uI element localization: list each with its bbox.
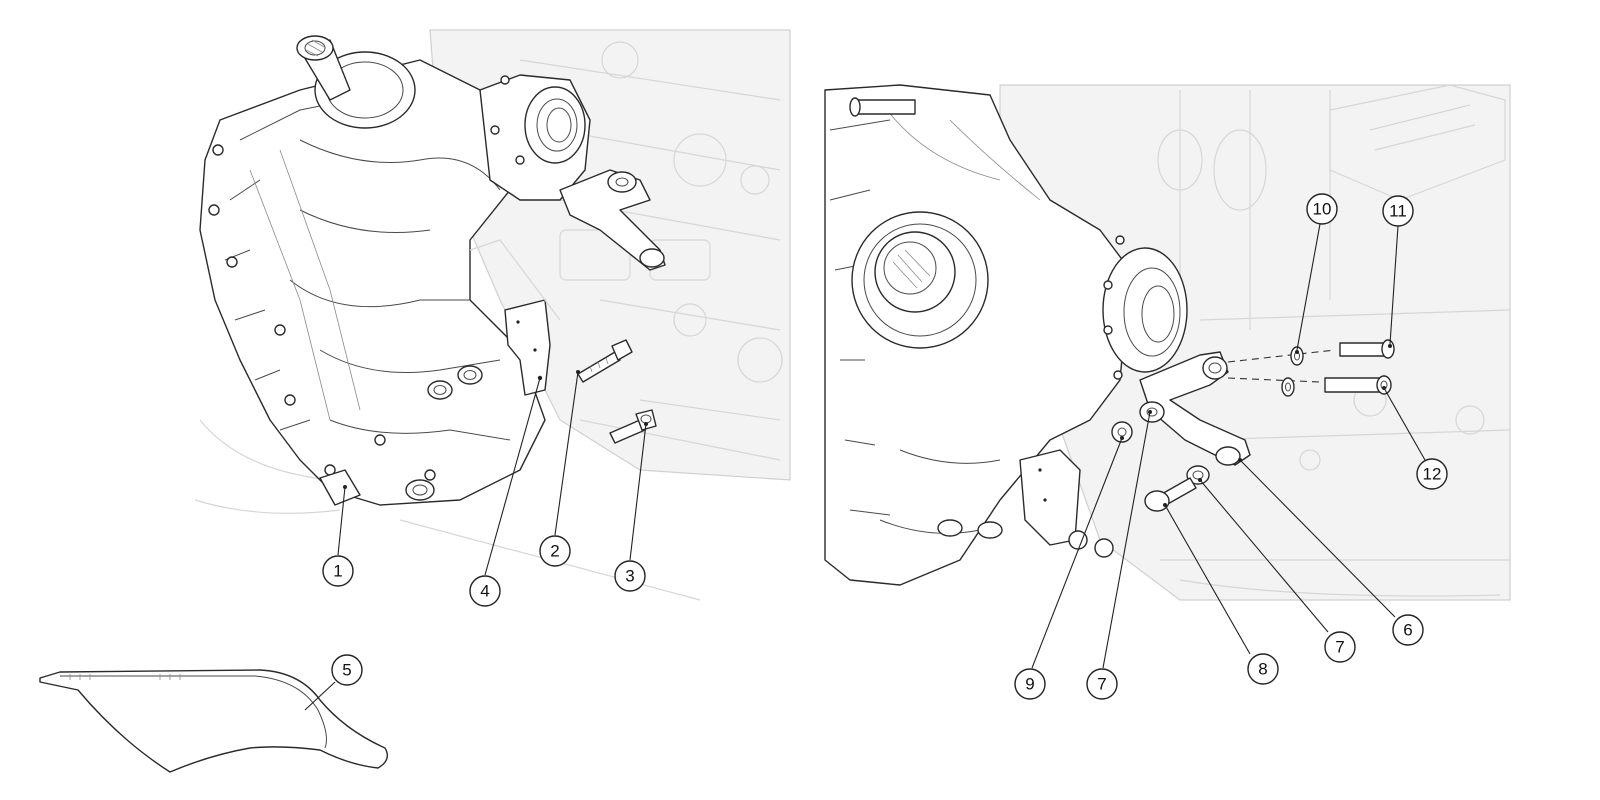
callout-7-left: 7 — [1086, 668, 1118, 700]
explode-line-upper — [1227, 349, 1336, 363]
callout-4: 4 — [469, 575, 501, 607]
linkage-arm — [559, 169, 666, 271]
right-leaders — [1031, 223, 1426, 669]
svg-text:12: 12 — [1423, 465, 1442, 484]
callout-3: 3 — [614, 560, 646, 592]
output-flange — [479, 74, 591, 201]
svg-text:7: 7 — [1335, 638, 1344, 657]
short-bolt — [609, 409, 657, 444]
svg-text:11: 11 — [1389, 202, 1407, 221]
callout-2: 2 — [539, 535, 571, 567]
leader-8 — [1164, 504, 1251, 655]
leader-1 — [337, 486, 346, 556]
leader-4 — [484, 377, 541, 576]
leader-5 — [304, 681, 336, 711]
svg-text:6: 6 — [1403, 621, 1412, 640]
leader-7-left — [1102, 411, 1151, 669]
callout-5: 5 — [331, 654, 363, 686]
bracket — [469, 239, 561, 396]
input-shaft — [296, 35, 416, 129]
right-ghost-engine — [999, 84, 1511, 601]
leader-9 — [1031, 437, 1123, 669]
curved-strip-part: 5 — [39, 654, 388, 773]
exploded-bolts — [1227, 339, 1395, 397]
callout-11: 11 — [1382, 195, 1414, 227]
explode-line-lower — [1227, 377, 1321, 383]
svg-text:1: 1 — [333, 562, 342, 581]
right-callouts: 10 11 12 6 7 8 — [1014, 193, 1448, 700]
svg-text:10: 10 — [1313, 200, 1332, 219]
svg-text:3: 3 — [625, 567, 634, 586]
leader-3 — [629, 423, 647, 561]
svg-text:2: 2 — [550, 542, 559, 561]
left-callouts: 1 2 3 4 — [322, 370, 648, 607]
leader-7-right — [1199, 479, 1329, 633]
svg-text:7: 7 — [1097, 675, 1106, 694]
svg-text:8: 8 — [1258, 660, 1267, 679]
svg-text:9: 9 — [1025, 675, 1034, 694]
leader-10 — [1296, 223, 1321, 351]
callout-6: 6 — [1392, 614, 1424, 646]
long-bolt — [577, 339, 633, 383]
callout-10: 10 — [1306, 193, 1338, 225]
callout-7-right: 7 — [1324, 631, 1356, 663]
right-gearbox-housing — [824, 84, 1188, 586]
left-view: 1 2 3 4 — [194, 29, 791, 607]
leader-12 — [1383, 387, 1426, 461]
right-view: 10 11 12 6 7 8 — [824, 84, 1511, 700]
svg-text:4: 4 — [480, 582, 489, 601]
leader-6 — [1239, 459, 1396, 618]
callout-12: 12 — [1416, 458, 1448, 490]
callout-8: 8 — [1247, 653, 1279, 685]
callout-9: 9 — [1014, 668, 1046, 700]
right-linkage — [1111, 351, 1251, 512]
callout-1: 1 — [322, 555, 354, 587]
gearbox-housing — [199, 59, 546, 506]
leader-11 — [1389, 225, 1399, 345]
svg-text:5: 5 — [342, 661, 351, 680]
leader-2 — [554, 371, 579, 536]
